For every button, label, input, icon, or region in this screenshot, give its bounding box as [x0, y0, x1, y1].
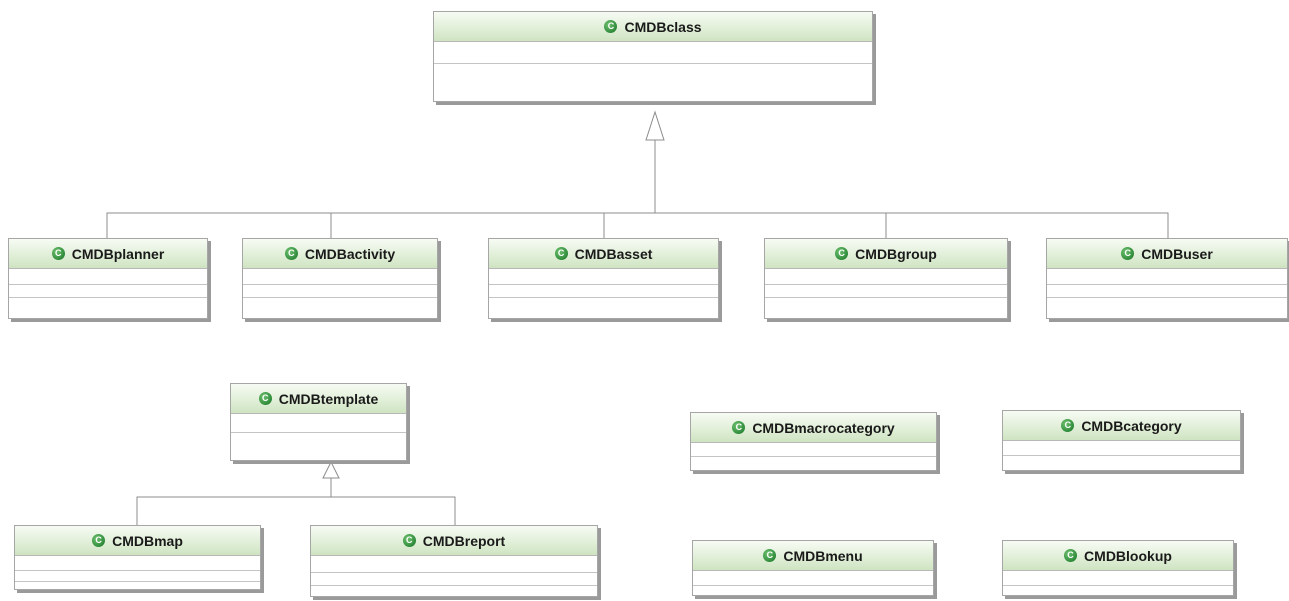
class-name: CMDBcategory: [1081, 417, 1182, 434]
class-name: CMDBgroup: [855, 245, 937, 262]
class-cmdbplanner[interactable]: C CMDBplanner: [8, 238, 208, 319]
class-name: CMDBmap: [112, 532, 183, 549]
class-name: CMDBtemplate: [278, 390, 379, 407]
operations-compartment: [691, 457, 936, 467]
class-name: CMDBclass: [624, 18, 702, 35]
operations-compartment: [231, 433, 406, 459]
attributes-compartment: [231, 414, 406, 433]
operations-compartment: [1003, 586, 1233, 594]
class-name: CMDBmacrocategory: [752, 419, 895, 436]
inheritance-line-cmdbplanner: [106, 212, 655, 238]
attributes-compartment: [489, 269, 718, 285]
class-cmdbtemplate[interactable]: C CMDBtemplate: [230, 383, 407, 461]
class-header: C CMDBplanner: [9, 239, 207, 269]
class-cmdbmacrocategory[interactable]: C CMDBmacrocategory: [690, 412, 937, 471]
class-cmdbmap[interactable]: C CMDBmap: [14, 525, 261, 590]
class-header: C CMDBlookup: [1003, 541, 1233, 571]
class-header: C CMDBclass: [434, 12, 872, 42]
attributes-compartment: [311, 556, 597, 573]
class-name: CMDBplanner: [71, 245, 165, 262]
generalization-cmdbclass: [106, 110, 1169, 238]
class-name: CMDBuser: [1141, 245, 1213, 262]
class-icon: C: [835, 247, 849, 260]
class-cmdbgroup[interactable]: C CMDBgroup: [764, 238, 1008, 319]
class-header: C CMDBgroup: [765, 239, 1007, 269]
generalization-arrow-icon: [322, 460, 340, 479]
class-header: C CMDBasset: [489, 239, 718, 269]
class-header: C CMDBmap: [15, 526, 260, 556]
class-cmdbasset[interactable]: C CMDBasset: [488, 238, 719, 319]
generalization-cmdbtemplate: [136, 460, 456, 525]
class-icon: C: [554, 247, 568, 260]
class-name: CMDBactivity: [304, 245, 396, 262]
operations-compartment: [434, 64, 872, 102]
class-cmdblookup[interactable]: C CMDBlookup: [1002, 540, 1234, 596]
class-cmdbactivity[interactable]: C CMDBactivity: [242, 238, 438, 319]
attributes-compartment: [15, 556, 260, 571]
class-icon: C: [258, 392, 272, 405]
class-cmdbuser[interactable]: C CMDBuser: [1046, 238, 1288, 319]
operations-compartment: [9, 285, 207, 298]
class-header: C CMDBuser: [1047, 239, 1287, 269]
class-header: C CMDBactivity: [243, 239, 437, 269]
attributes-compartment: [243, 269, 437, 285]
class-icon: C: [92, 534, 106, 547]
class-icon: C: [284, 247, 298, 260]
operations-compartment: [1003, 456, 1240, 467]
operations-compartment: [311, 573, 597, 586]
class-icon: C: [732, 421, 746, 434]
class-cmdbreport[interactable]: C CMDBreport: [310, 525, 598, 597]
class-name: CMDBasset: [574, 245, 653, 262]
inheritance-line-cmdbuser: [655, 212, 1169, 238]
class-cmdbcategory[interactable]: C CMDBcategory: [1002, 410, 1241, 471]
operations-compartment: [693, 586, 933, 594]
class-name: CMDBreport: [422, 532, 506, 549]
operations-compartment: [765, 285, 1007, 298]
class-icon: C: [402, 534, 416, 547]
operations-compartment: [243, 285, 437, 298]
class-cmdbclass[interactable]: C CMDBclass: [433, 11, 873, 102]
class-name: CMDBlookup: [1084, 547, 1172, 564]
class-icon: C: [1064, 549, 1078, 562]
class-header: C CMDBmenu: [693, 541, 933, 571]
class-header: C CMDBmacrocategory: [691, 413, 936, 443]
class-header: C CMDBreport: [311, 526, 597, 556]
class-icon: C: [1061, 419, 1075, 432]
class-header: C CMDBcategory: [1003, 411, 1240, 441]
attributes-compartment: [1003, 441, 1240, 456]
operations-compartment: [489, 285, 718, 298]
attributes-compartment: [1003, 571, 1233, 586]
class-icon: C: [604, 20, 618, 33]
class-icon: C: [51, 247, 65, 260]
class-header: C CMDBtemplate: [231, 384, 406, 414]
class-icon: C: [763, 549, 777, 562]
attributes-compartment: [434, 42, 872, 64]
attributes-compartment: [765, 269, 1007, 285]
operations-compartment: [15, 571, 260, 582]
class-icon: C: [1121, 247, 1135, 260]
class-cmdbmenu[interactable]: C CMDBmenu: [692, 540, 934, 596]
attributes-compartment: [9, 269, 207, 285]
class-name: CMDBmenu: [783, 547, 863, 564]
attributes-compartment: [1047, 269, 1287, 285]
inheritance-line-cmdbmap: [136, 496, 456, 525]
attributes-compartment: [691, 443, 936, 457]
generalization-arrow-icon: [645, 110, 665, 141]
attributes-compartment: [693, 571, 933, 586]
operations-compartment: [1047, 285, 1287, 298]
